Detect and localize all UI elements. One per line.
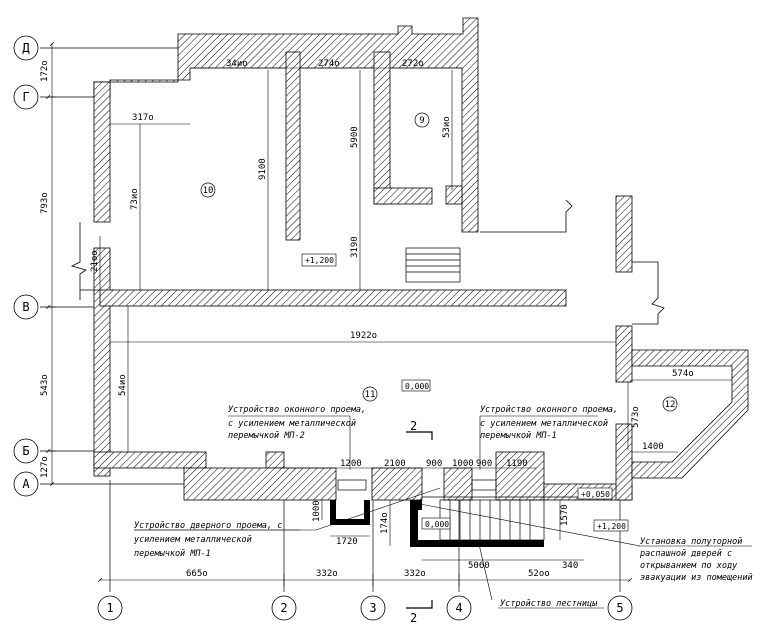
dim-5900: 5900 <box>350 126 360 148</box>
note-window-mp2-line3: перемычкой МП-2 <box>228 431 305 441</box>
dim-door-1000: 1000 <box>452 459 474 469</box>
dim-chain-5200: 52оо <box>528 569 550 579</box>
level-boxes <box>301 253 629 532</box>
dim-9100: 9100 <box>258 158 268 180</box>
note-door-mp1-line1: Устройство дверного проема, с <box>134 521 282 531</box>
dimension-texts: 172о 793о 21оо 543о 127о 73ио 9100 5900 … <box>40 59 694 579</box>
dim-top-2720: 272о <box>402 59 424 69</box>
stair-walls <box>330 500 544 547</box>
dim-room10-width: 317о <box>132 113 154 123</box>
dimension-lines <box>48 44 732 586</box>
note-window-mp1-line3: перемычкой МП-1 <box>480 431 557 441</box>
dim-left-v-b: 543о <box>40 374 50 396</box>
level-landing: +0,050 <box>581 490 610 499</box>
dim-chain-6650: 665о <box>186 569 208 579</box>
level-room-10: +1,200 <box>305 256 334 265</box>
dim-left-d-g: 172о <box>40 60 50 82</box>
dim-room12-width: 574о <box>672 369 694 379</box>
note-door-mp1-line2: усилением металлической <box>133 535 252 545</box>
note-window-mp2-line2: с усилением металлической <box>228 419 356 429</box>
dim-door-1200: 1200 <box>340 459 362 469</box>
dim-stair-340: 340 <box>562 561 578 571</box>
note-evac-line2: распашной дверей с <box>639 549 732 559</box>
axis-bubbles <box>13 35 633 621</box>
room-number-11: 11 <box>365 390 376 400</box>
dim-top-3440: 34ио <box>226 59 248 69</box>
axis-label-4: 4 <box>455 601 462 615</box>
section-marks <box>406 431 433 609</box>
section-label-top: 2 <box>410 419 417 433</box>
note-evac-line3: открыванием по ходу <box>640 561 738 571</box>
room-number-10: 10 <box>203 186 214 196</box>
dim-1570: 1570 <box>560 504 570 526</box>
dim-stair-5060: 5060 <box>468 561 490 571</box>
dim-room9-height: 53ио <box>442 116 452 138</box>
dim-3190: 3190 <box>350 236 360 258</box>
dim-left-b-a: 127о <box>40 456 50 478</box>
annotations: Устройство оконного проема, с усилением … <box>133 405 753 609</box>
dim-door-2100: 2100 <box>384 459 406 469</box>
level-hall: 0,000 <box>405 382 429 391</box>
note-stairs: Устройство лестницы <box>500 599 598 609</box>
dim-door-900a: 900 <box>426 459 442 469</box>
dim-door-1190: 1190 <box>506 459 528 469</box>
level-stair: 0,000 <box>425 520 449 529</box>
walls <box>93 17 749 501</box>
section-label-bottom: 2 <box>410 611 417 625</box>
dim-top-2740: 274о <box>318 59 340 69</box>
axis-label-5: 5 <box>616 601 623 615</box>
dim-chain-3320a: 332о <box>316 569 338 579</box>
note-door-mp1-line3: перемычкой МП-1 <box>134 549 211 559</box>
level-labels: +1,200 0,000 0,000 +0,050 +1,200 <box>305 256 626 531</box>
dim-room12-1400: 1400 <box>642 442 664 452</box>
axis-label-a: А <box>22 477 30 491</box>
axis-label-b: Б <box>22 444 29 458</box>
axis-label-g: Г <box>22 90 29 104</box>
level-street: +1,200 <box>597 522 626 531</box>
dim-ramp-1720: 1720 <box>336 537 358 547</box>
dim-left-2100: 21оо <box>90 250 100 272</box>
axis-label-2: 2 <box>280 601 287 615</box>
note-evac-line1: Установка полуторной <box>640 537 742 547</box>
dim-door-900b: 900 <box>476 459 492 469</box>
axis-label-1: 1 <box>106 601 113 615</box>
dim-chain-3320b: 332о <box>404 569 426 579</box>
dim-1740: 174о <box>380 512 390 534</box>
dim-room12-height: 573о <box>631 406 641 428</box>
room-number-12: 12 <box>665 400 676 410</box>
dim-left-g-v: 793о <box>40 192 50 214</box>
room-number-9: 9 <box>419 116 424 126</box>
room-circles <box>200 112 678 412</box>
axis-label-d: Д <box>22 41 30 55</box>
dim-room10-height: 73ио <box>130 188 140 210</box>
dim-hall-width: 1922о <box>350 331 377 341</box>
section-labels: 2 2 <box>410 419 417 625</box>
axis-letter-labels: Д Г В Б А 1 2 3 4 5 <box>22 41 623 615</box>
dim-1000: 1000 <box>312 500 322 522</box>
dim-hall-height: 54ио <box>118 374 128 396</box>
break-lines <box>70 199 665 325</box>
axis-label-3: 3 <box>369 601 376 615</box>
leader-lines <box>134 415 641 601</box>
note-evac-line4: эвакуации из помещений <box>640 573 753 583</box>
note-window-mp1-line2: с усилением металлической <box>480 419 608 429</box>
axis-label-v: В <box>22 300 29 314</box>
note-window-mp1-line1: Устройство оконного проема, <box>480 405 618 415</box>
note-window-mp2-line1: Устройство оконного проема, <box>228 405 366 415</box>
room-numbers: 10 9 11 12 <box>203 116 676 410</box>
